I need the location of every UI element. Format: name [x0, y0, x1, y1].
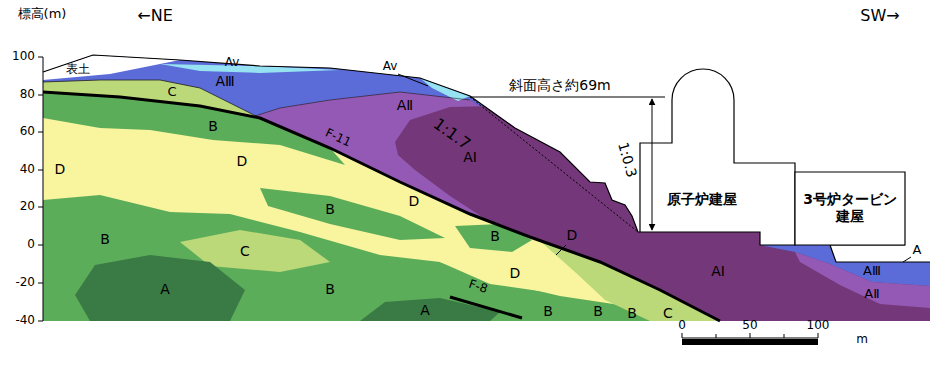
layer-label: B: [543, 304, 553, 319]
layer-label: AⅡ: [864, 287, 879, 301]
layer-label: D: [409, 194, 420, 209]
turbine-building-outline: [795, 172, 905, 245]
reactor-building-outline: [640, 69, 795, 245]
scale-label: 0: [678, 319, 686, 332]
direction-label: SW→: [860, 7, 899, 25]
layer-label: A: [160, 282, 170, 297]
layer-label: A: [913, 243, 922, 257]
scale-label: 50: [742, 319, 757, 332]
layer-label: D: [237, 154, 248, 169]
building-box: 3号炉タービン建屋: [800, 191, 900, 226]
layer-label: Av: [383, 60, 398, 73]
dimension-label: 斜面高さ約69m: [509, 78, 610, 93]
layer-label: AⅡ: [397, 98, 413, 113]
tick-label: 20: [20, 200, 35, 213]
layer-label: A: [420, 303, 430, 318]
tick-label: -40: [15, 314, 35, 327]
layer-label: D: [55, 162, 66, 177]
tick-label: 60: [20, 125, 35, 138]
layer-label: D: [510, 266, 521, 281]
tick-label: 100: [12, 50, 35, 63]
layer-label: B: [593, 304, 603, 319]
layer-label: B: [325, 282, 335, 297]
tick-label: 40: [20, 163, 35, 176]
building-box: 原子炉建屋: [642, 191, 762, 209]
scale-label: m: [856, 333, 868, 346]
layer-label: C: [167, 85, 176, 99]
axis-title: 標高(m): [18, 7, 67, 21]
layer-label: C: [240, 244, 250, 259]
direction-label: ←NE: [137, 7, 172, 25]
layer-label: 表土: [66, 63, 90, 76]
scale-label: 100: [807, 319, 830, 332]
slope-ratio: 1:0.3: [615, 141, 640, 180]
building-name: 3号炉タービン建屋: [800, 191, 900, 226]
layer-label: AⅢ: [215, 74, 234, 89]
layer-label: AⅠ: [463, 150, 477, 165]
layer-label: AⅢ: [863, 264, 881, 278]
layer-label: D: [567, 228, 578, 243]
layer-label: B: [208, 119, 218, 134]
layer-label: B: [100, 232, 110, 247]
layer-label: AⅠ: [711, 264, 725, 279]
building-name: 原子炉建屋: [642, 191, 762, 209]
layer-label: Av: [225, 56, 240, 69]
layer-label: B: [490, 229, 500, 244]
layer-label: C: [663, 306, 673, 321]
layer-label: B: [627, 306, 637, 321]
tick-label: 80: [20, 88, 35, 101]
tick-label: -20: [15, 276, 35, 289]
layer-label: B: [325, 202, 335, 217]
tick-label: 0: [27, 238, 35, 251]
